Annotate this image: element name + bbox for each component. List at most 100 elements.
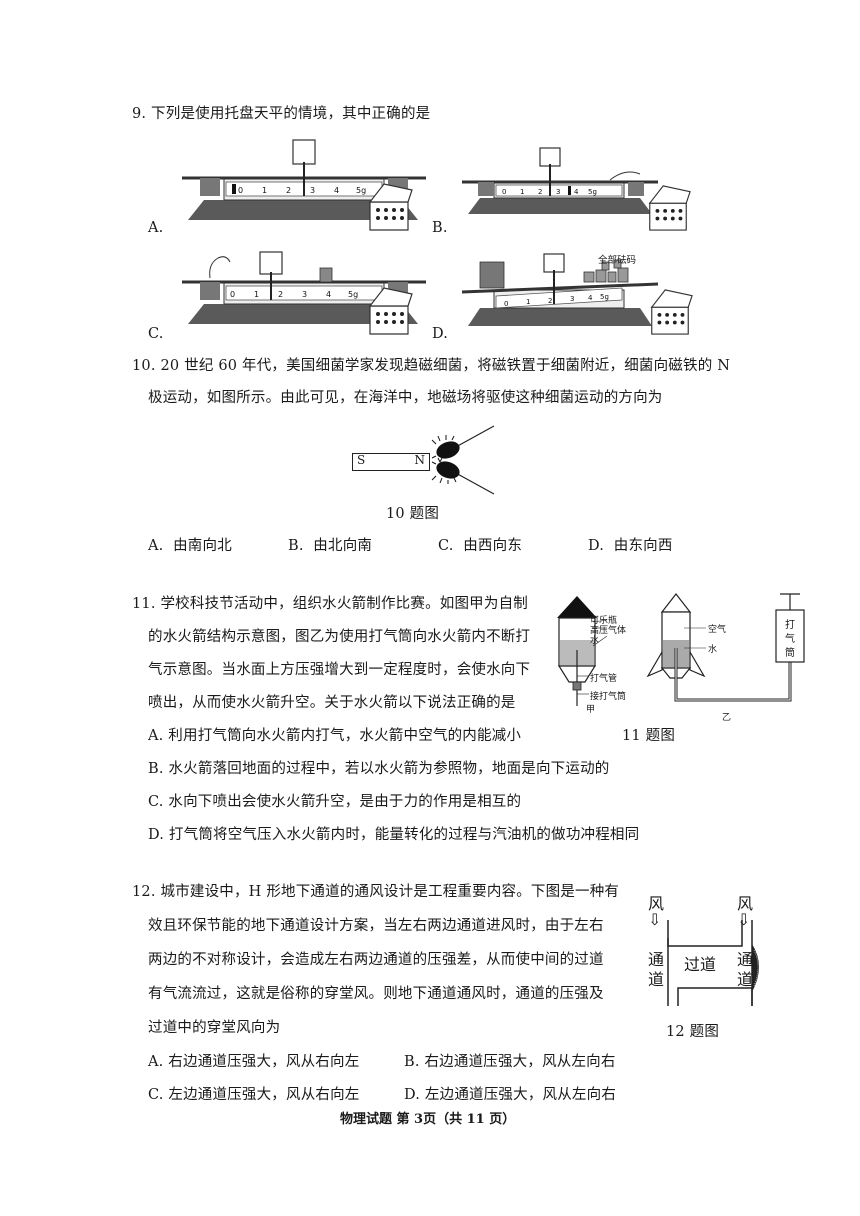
label-high-pressure-gas: 高压气体 (590, 626, 627, 636)
right-tunnel-label-2: 道 (737, 970, 754, 989)
balance-b-tick-0: 0 (502, 188, 506, 196)
right-tunnel-label-1: 通 (737, 950, 754, 969)
q9-label-b: B. (432, 220, 448, 236)
q12-stem-line5: 过道中的穿堂风向为 (148, 1020, 281, 1036)
q10-stem-line1: 10. 20 世纪 60 年代，美国细菌学家发现趋磁细菌，将磁铁置于细菌附近，细… (132, 358, 731, 374)
weight-box-c-icon (368, 287, 413, 335)
q11-stem-line3: 气示意图。当水面上方压强增大到一定程度时，会使水向下 (148, 662, 531, 678)
q11-option-c: C. 水向下喷出会使水火箭升空，是由于力的作用是相互的 (148, 794, 522, 810)
label-water-b: 水 (708, 645, 718, 655)
balance-c-tick-0: 0 (230, 290, 235, 299)
q11-stem-line2: 的水火箭结构示意图，图乙为使用打气筒向水火箭内不断打 (148, 629, 531, 645)
wind-left: 风 (648, 894, 665, 913)
down-arrow-left-icon: ⇩ (648, 910, 662, 929)
label-fig-jia: 甲 (586, 705, 596, 715)
label-pump-char1: 打 (785, 620, 795, 631)
weight-box-b-icon (648, 185, 691, 231)
q12-option-c: C. 左边通道压强大，风从右向左 (148, 1087, 360, 1103)
q10-option-a: A. 由南向北 (148, 536, 232, 556)
q9-label-c: C. (148, 326, 164, 342)
q11-option-d: D. 打气筒将空气压入水火箭内时，能量转化的过程与汽油机的做功冲程相同 (148, 827, 640, 843)
balance-c-figure: 0 1 2 3 4 5g (182, 251, 426, 324)
down-arrow-right-icon: ⇩ (737, 910, 751, 929)
q11-stem-line1: 11. 学校科技节活动中，组织水火箭制作比赛。如图甲为自制 (132, 596, 528, 612)
label-water-a: 水 (590, 636, 600, 646)
corridor-label: 过道 (684, 955, 717, 974)
q10-option-c-letter: C. (438, 538, 454, 554)
left-tunnel-label-1: 通 (648, 950, 665, 969)
water-rocket-figure-a (557, 596, 608, 706)
q10-caption: 10 题图 (386, 506, 440, 522)
h-tunnel-figure (667, 920, 759, 1006)
balance-b-tick-1: 1 (520, 188, 524, 196)
magnet-n-pole: N (414, 453, 426, 467)
label-cola-bottle: 可乐瓶 (590, 616, 618, 626)
balance-a-tick-4: 4 (334, 186, 339, 195)
q10-option-a-letter: A. (148, 538, 164, 554)
balance-a-tick-3: 3 (310, 186, 315, 195)
q10-option-a-text: 由南向北 (173, 538, 232, 554)
balance-c-tick-1: 1 (254, 290, 259, 299)
balance-c-tick-2: 2 (278, 290, 283, 299)
weight-box-a-icon (368, 183, 413, 231)
balance-d-figure: 0 1 2 3 4 5g (461, 253, 659, 326)
balance-c-tick-5: 5g (348, 290, 358, 299)
q10-option-d-text: 由东向西 (613, 538, 673, 554)
q12-stem-line4: 有气流流过，这就是俗称的穿堂风。则地下通道通风时，通道的压强及 (148, 986, 604, 1002)
q10-option-b: B. 由北向南 (288, 536, 372, 556)
q11-option-a: A. 利用打气筒向水火箭内打气，水火箭中空气的内能减小 (148, 728, 522, 744)
q10-option-d: D. 由东向西 (588, 536, 673, 556)
q12-stem-line1: 12. 城市建设中，H 形地下通道的通风设计是工程重要内容。下图是一种有 (132, 884, 620, 900)
balance-d-tick-1: 1 (526, 298, 530, 306)
label-air: 空气 (708, 625, 727, 635)
balance-b-figure: 0 1 2 3 4 5g (462, 147, 658, 214)
balance-d-tick-3: 3 (570, 295, 574, 303)
q10-option-c: C. 由西向东 (438, 536, 522, 556)
q12-stem-line2: 效且环保节能的地下通道设计方案，当左右两边通道进风时，由于左右 (148, 918, 604, 934)
q9-label-d: D. (432, 326, 449, 342)
q10-option-c-text: 由西向东 (463, 538, 523, 554)
q9-stem: 9. 下列是使用托盘天平的情境，其中正确的是 (132, 106, 431, 122)
bacteria-figure (431, 425, 495, 495)
balance-d-tick-4: 4 (588, 294, 593, 302)
balance-c-tick-3: 3 (302, 290, 307, 299)
balance-d-tick-0: 0 (504, 300, 508, 308)
water-rocket-figure-b (646, 593, 805, 702)
weight-box-d-icon (650, 289, 693, 335)
all-weights-label: 全部砝码 (598, 255, 637, 266)
wind-right: 风 (737, 894, 754, 913)
label-pump-char2: 气 (785, 634, 795, 645)
q12-option-d: D. 左边通道压强大，风从左向右 (404, 1087, 617, 1103)
balance-c-tick-4: 4 (326, 290, 331, 299)
magnet-s-pole: S (357, 453, 366, 467)
label-pump-char3: 筒 (785, 648, 795, 659)
left-tunnel-label-2: 道 (648, 970, 665, 989)
q11-caption: 11 题图 (622, 728, 676, 744)
q12-caption: 12 题图 (666, 1024, 720, 1040)
balance-b-tick-2: 2 (538, 188, 542, 196)
balance-b-tick-3: 3 (556, 188, 560, 196)
balance-b-tick-4: 4 (574, 188, 579, 196)
balance-a-tick-5: 5g (356, 186, 366, 195)
q9-label-a: A. (148, 220, 164, 236)
balance-d-tick-5: 5g (600, 293, 609, 301)
q12-option-a: A. 右边通道压强大，风从右向左 (148, 1054, 360, 1070)
label-pump-connector: 接打气筒 (590, 692, 627, 702)
balance-a-figure: 0 1 2 3 4 5g (182, 139, 426, 220)
balance-d-tick-2: 2 (548, 297, 552, 305)
q10-stem-line2: 极运动，如图所示。由此可见，在海洋中，地磁场将驱使这种细菌运动的方向为 (148, 390, 663, 406)
label-air-tube: 打气管 (590, 674, 618, 684)
balance-a-tick-0: 0 (238, 186, 243, 195)
page-footer: 物理试题 第 3页（共 11 页） (340, 1112, 516, 1127)
balance-b-tick-5: 5g (588, 188, 597, 196)
q10-option-b-letter: B. (288, 538, 304, 554)
balance-a-tick-2: 2 (286, 186, 291, 195)
q12-stem-line3: 两边的不对称设计，会造成左右两边通道的压强差，从而使中间的过道 (148, 952, 604, 968)
label-fig-yi: 乙 (722, 713, 732, 723)
bar-magnet: S N (352, 453, 430, 471)
q11-stem-line4: 喷出，从而使水火箭升空。关于水火箭以下说法正确的是 (148, 695, 516, 711)
q11-option-b: B. 水火箭落回地面的过程中，若以水火箭为参照物，地面是向下运动的 (148, 761, 610, 777)
q10-option-d-letter: D. (588, 538, 605, 554)
q10-option-b-text: 由北向南 (313, 538, 373, 554)
balance-a-tick-1: 1 (262, 186, 267, 195)
